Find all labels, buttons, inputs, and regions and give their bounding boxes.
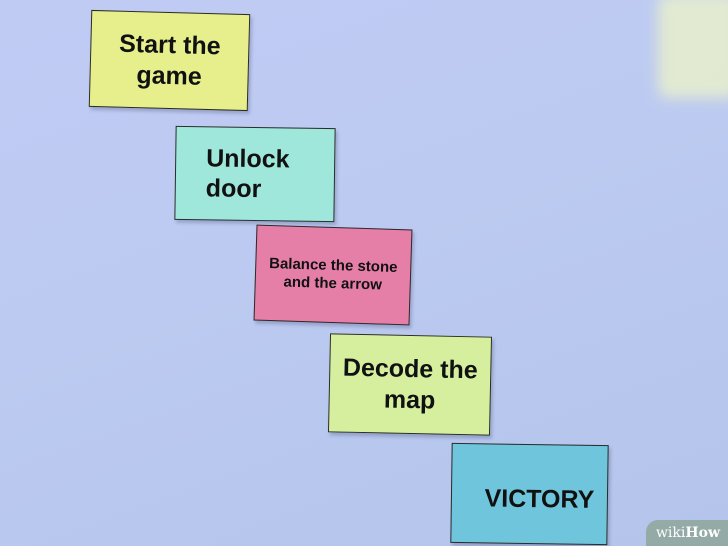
sticky-note-text: Start the game <box>118 29 221 91</box>
sticky-note-text: Unlock door <box>205 143 290 204</box>
sticky-note-text: VICTORY <box>484 484 595 514</box>
sticky-note-unlock-door: Unlock door <box>174 125 336 223</box>
sticky-note-start-the-game: Start the game <box>88 9 251 112</box>
sticky-note-text: Decode the map <box>342 353 478 415</box>
sticky-note-balance-the-stone: Balance the stone and the arrow <box>253 224 413 326</box>
watermark-suffix: How <box>685 525 720 541</box>
background-blur-shape <box>658 0 728 98</box>
sticky-note-text: Balance the stone and the arrow <box>268 254 398 294</box>
watermark-prefix: wiki <box>655 525 686 541</box>
sticky-note-decode-the-map: Decode the map <box>327 333 493 436</box>
sticky-note-victory: VICTORY <box>450 442 609 546</box>
